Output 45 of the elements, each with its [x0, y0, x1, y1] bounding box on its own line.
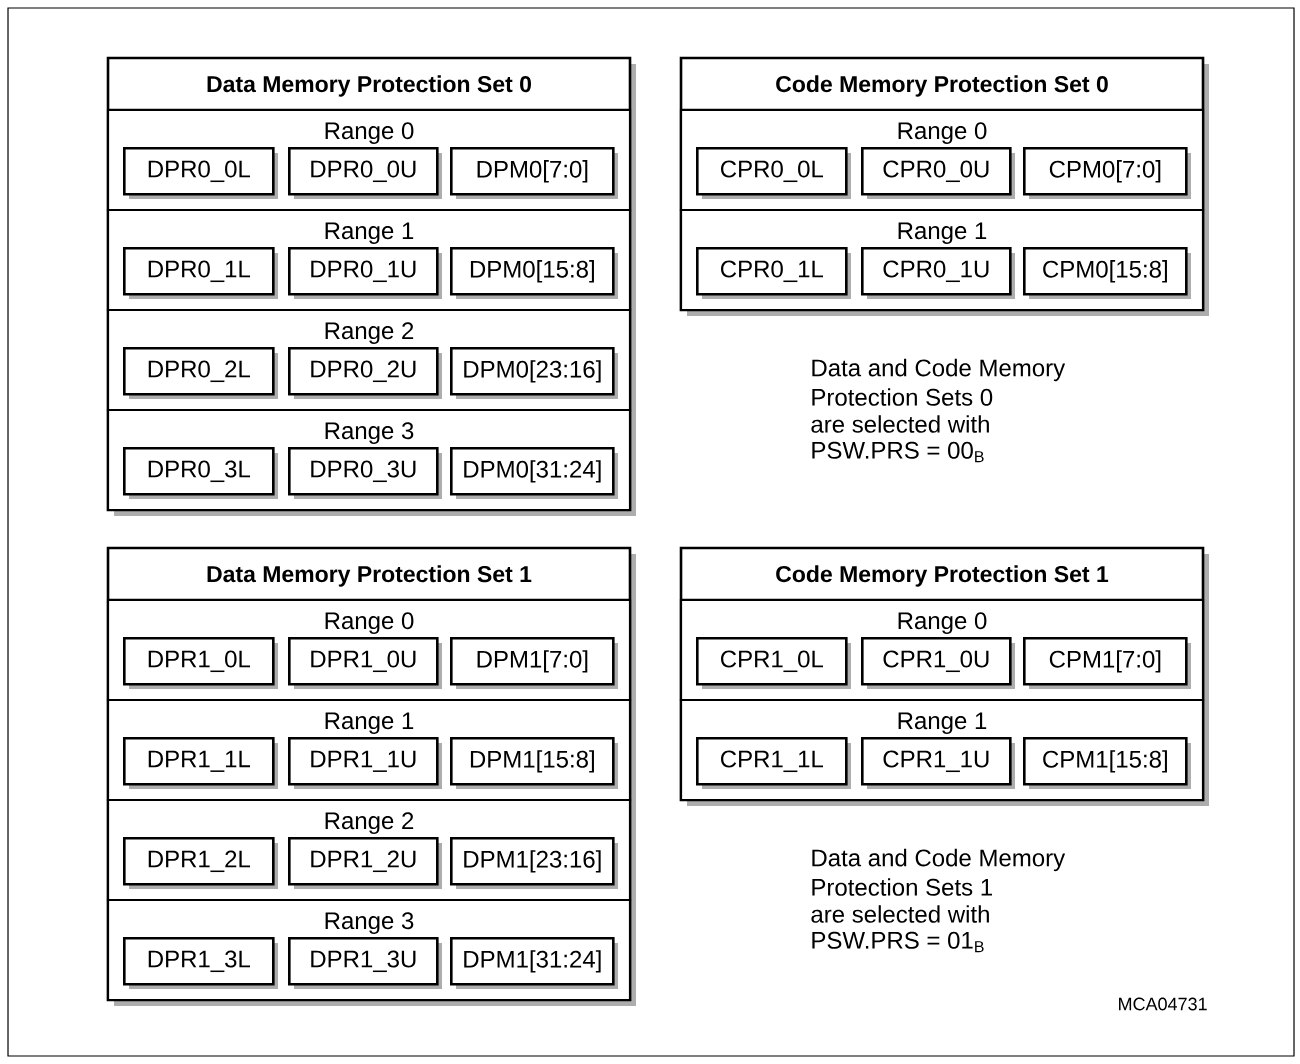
note-text: Protection Sets 1	[812, 878, 992, 896]
register-box: DPR1_0L	[123, 637, 278, 689]
register-box: DPR1_2L	[123, 837, 278, 889]
register-box: DPR1_3U	[288, 937, 442, 989]
note-text: PSW.PRS = 01$_{B}$	[812, 931, 984, 953]
note-text: are selected with	[811, 905, 989, 923]
register-box: DPR1_0U	[288, 637, 442, 689]
note-text: are selected with	[811, 415, 989, 433]
register-box: DPM1[7:0]	[450, 637, 618, 689]
register-box: CPR0_1U	[861, 247, 1015, 299]
register-box: DPM1[31:24]	[450, 937, 618, 989]
register-box: CPR1_0U	[861, 637, 1015, 689]
register-box: CPM1[15:8]	[1023, 737, 1191, 789]
register-box: DPM0[23:16]	[450, 347, 618, 399]
note-text: Protection Sets 0	[812, 388, 993, 406]
register-box: CPM1[7:0]	[1023, 637, 1191, 689]
register-box: CPR1_0L	[696, 637, 851, 689]
register-box: DPR0_3U	[288, 447, 442, 499]
register-box: CPR1_1L	[696, 737, 851, 789]
register-box: DPM1[23:16]	[450, 837, 618, 889]
register-box: DPR0_1U	[288, 247, 442, 299]
register-box: DPM0[31:24]	[450, 447, 618, 499]
register-box: DPR1_2U	[288, 837, 442, 889]
register-box: DPR0_0U	[288, 147, 442, 199]
register-box: DPM0[15:8]	[450, 247, 618, 299]
register-box: DPR0_2U	[288, 347, 442, 399]
note-text: Data and Code Memory	[812, 848, 1066, 872]
figure-id: MCA04731	[1119, 997, 1207, 1011]
register-box: DPR1_3L	[123, 937, 278, 989]
register-box: DPR1_1L	[123, 737, 278, 789]
register-box: DPM1[15:8]	[450, 737, 618, 789]
register-box: CPM0[15:8]	[1023, 247, 1191, 299]
register-box: CPR0_0L	[696, 147, 851, 199]
note-text: PSW.PRS = 00$_{B}$	[812, 441, 984, 463]
register-box: DPR1_1U	[288, 737, 442, 789]
register-box: DPR0_3L	[123, 447, 278, 499]
note-text: Data and Code Memory	[812, 358, 1066, 382]
register-box: DPM0[7:0]	[450, 147, 618, 199]
register-box: CPM0[7:0]	[1023, 147, 1191, 199]
register-box: CPR0_1L	[696, 247, 851, 299]
register-box: CPR0_0U	[861, 147, 1015, 199]
register-box: DPR0_1L	[123, 247, 278, 299]
register-box: CPR1_1U	[861, 737, 1015, 789]
register-box: DPR0_0L	[123, 147, 278, 199]
register-box: DPR0_2L	[123, 347, 278, 399]
